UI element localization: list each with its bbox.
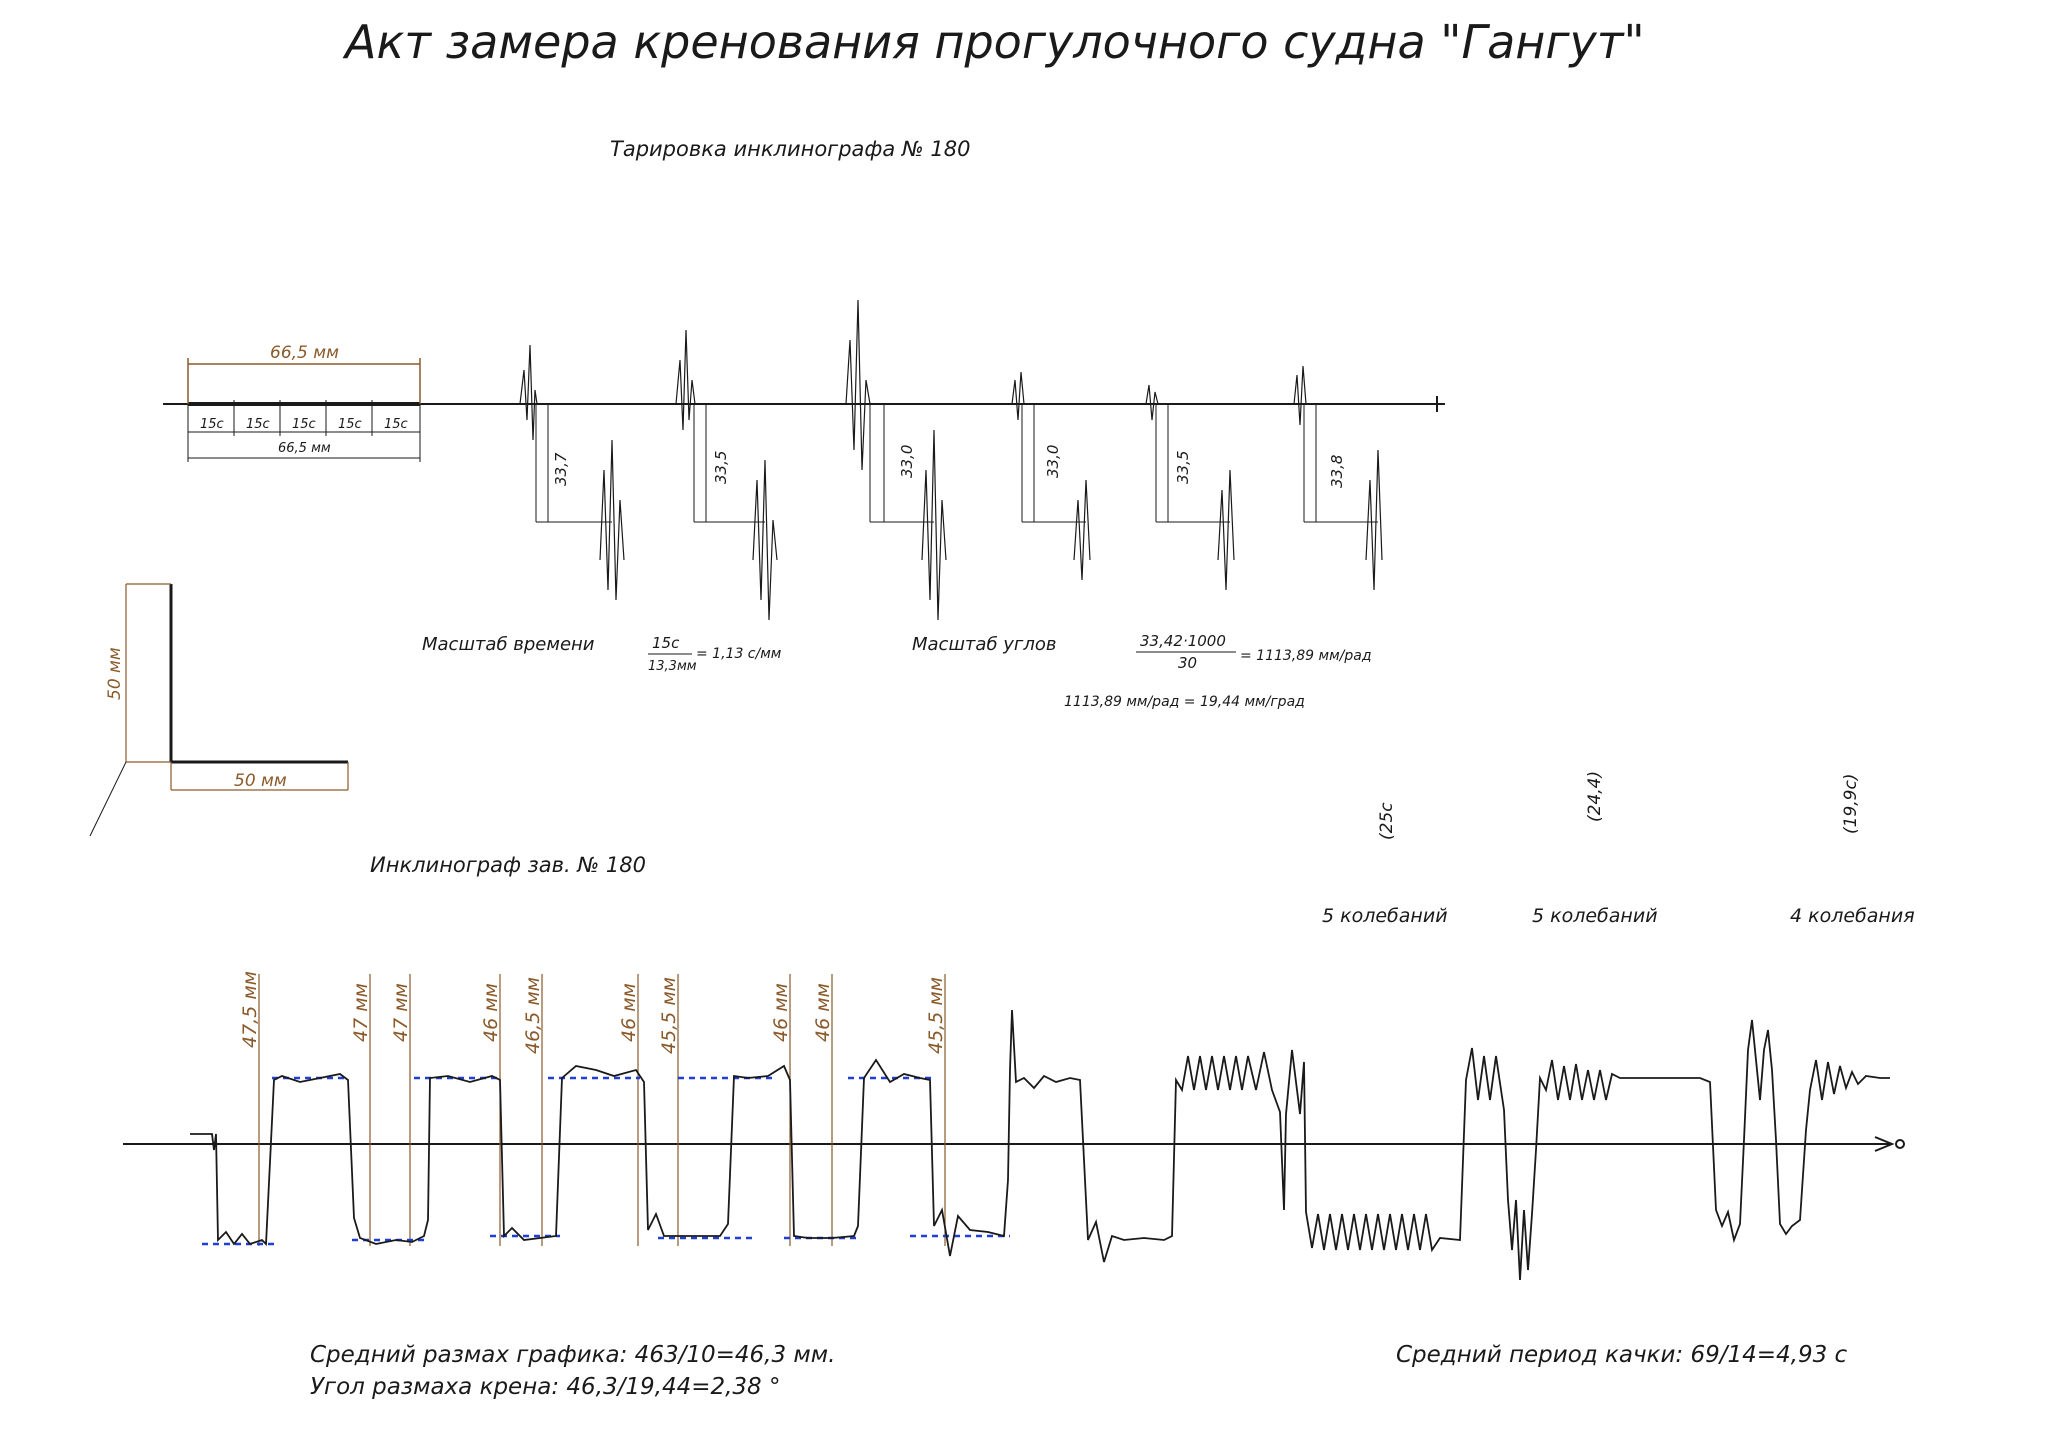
angle-scale-formula: Масштаб углов 33,42·1000 30 = 1113,89 мм… [912,632,1372,710]
scale-horizontal-label: 50 мм [234,771,287,791]
avg-period-result: Средний период качки: 69/14=4,93 с [1396,1342,1848,1368]
angle-scale-result: = 1113,89 мм/рад [1240,648,1372,664]
amplitude-label: 33,0 [1044,445,1062,478]
amplitude-label: 33,7 [552,452,570,486]
amplitude-label: 33,0 [898,445,916,478]
calibration-heading: Тарировка инклинографа № 180 [610,137,971,161]
calibration-amplitude-markers [535,404,1378,523]
swing-label: 46 мм [618,983,640,1042]
calibration-segments: 15с 15с 15с 15с 15с 66,5 мм [187,400,421,462]
scale-vertical-label: 50 мм [105,647,125,700]
period-time: (24,4) [1585,771,1605,822]
segment-label: 15с [338,417,362,432]
swing-label: 47 мм [390,983,412,1042]
segment-label: 15с [246,417,270,432]
level-markers [202,1076,1010,1246]
amplitude-label: 33,5 [1174,451,1192,484]
amplitude-label: 33,8 [1328,455,1346,488]
time-scale-result: = 1,13 с/мм [696,646,782,662]
time-scale-denominator: 13,3мм [648,659,697,674]
time-scale-formula: Масштаб времени 15с 13,3мм = 1,13 с/мм [422,634,782,674]
angle-scale-label: Масштаб углов [912,634,1057,655]
segment-label: 15с [200,417,224,432]
record-baseline [123,1136,1905,1152]
avg-swing-result: Средний размах графика: 463/10=46,3 мм. [310,1342,835,1368]
segment-label: 15с [384,417,408,432]
swing-label: 46,5 мм [522,977,544,1054]
calibration-trace [163,396,1445,412]
calibration-bursts [519,299,1383,621]
oscillation-count: 5 колебаний [1532,905,1658,927]
swing-label: 45,5 мм [658,977,680,1054]
swing-label: 47,5 мм [239,971,261,1048]
oscillation-count: 5 колебаний [1322,905,1448,927]
angle-scale-numerator: 33,42·1000 [1140,632,1226,650]
segment-label: 15с [292,417,316,432]
angle-scale-denominator: 30 [1178,654,1197,672]
swing-label: 46 мм [480,983,502,1042]
swing-angle-result: Угол размаха крена: 46,3/19,44=2,38 ° [310,1374,781,1400]
angle-scale-degrees: 1113,89 мм/рад = 19,44 мм/град [1064,694,1305,710]
dimension-label-bottom: 66,5 мм [278,441,331,456]
period-time: (19,9с) [1841,774,1861,834]
period-time: (25с [1377,802,1397,840]
time-scale-numerator: 15с [652,634,680,652]
oscillation-count: 4 колебания [1790,905,1915,927]
swing-label: 47 мм [350,983,372,1042]
calibration-dimension-top: 66,5 мм [187,343,421,404]
scale-marker: 50 мм 50 мм [89,583,349,837]
dimension-label-top: 66,5 мм [270,343,339,363]
swing-label: 46 мм [812,983,834,1042]
page-title: Акт замера кренования прогулочного судна… [342,15,1645,69]
amplitude-label: 33,5 [712,451,730,484]
inclinograph-trace [190,1009,1890,1281]
inclinograph-heading: Инклинограф зав. № 180 [370,853,646,877]
time-scale-label: Масштаб времени [422,634,595,655]
swing-label: 45,5 мм [925,977,947,1054]
swing-label: 46 мм [770,983,792,1042]
